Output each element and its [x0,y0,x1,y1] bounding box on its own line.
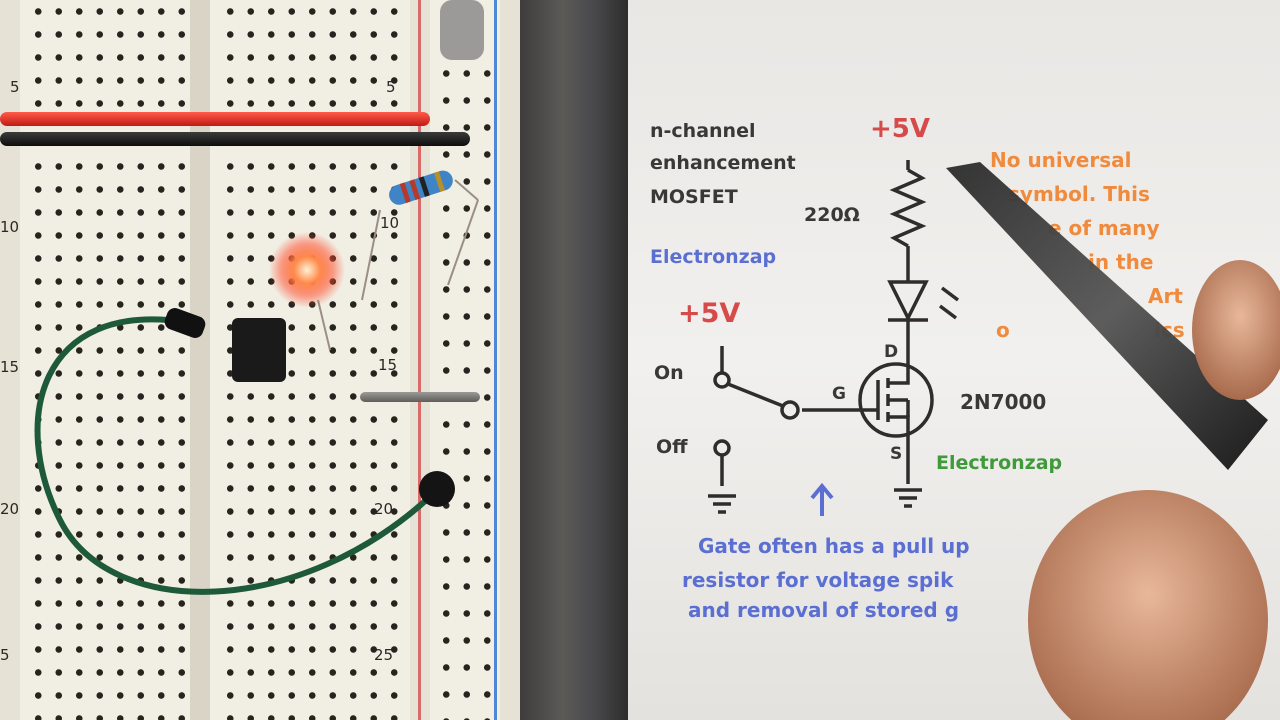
supply-label-left: +5V [678,298,741,329]
drain-pin-label: D [884,342,899,362]
row-number: 10 [380,214,400,232]
resistor-symbol [889,168,927,248]
row-number: 5 [386,78,396,96]
mosfet-symbol [858,362,934,438]
table-edge [520,0,628,720]
row-number: 15 [378,356,398,374]
resistor-lead [454,179,479,201]
row-number: 20 [374,500,394,518]
resistor-lead [361,209,381,301]
breadboard: 5 10 15 20 5 5 10 15 20 25 [0,0,520,720]
black-ground-wire [0,132,470,146]
pen [946,162,1268,470]
caption-line: resistor for voltage spik [682,568,954,592]
note-line: o [996,318,1010,342]
hole-grid-rail [436,60,496,720]
circuit-drawing [708,160,960,516]
resistor-label: 220Ω [804,204,860,226]
note-line: No universal [990,148,1132,172]
row-number: 15 [0,358,20,376]
mosfet-transistor [232,318,286,382]
led-lead [317,299,331,351]
red-power-wire [0,112,430,126]
title-line: enhancement [650,152,796,174]
switch-on-label: On [654,362,684,384]
watermark: Electronzap [936,452,1063,474]
wire-end-plug [419,471,455,507]
source-pin-label: S [890,444,903,464]
rail-line-blue [494,0,497,720]
led-symbol [887,280,929,322]
row-number: 5 [0,646,10,664]
row-number: 10 [0,218,20,236]
finger [1192,260,1280,400]
switch-pole [780,400,800,420]
note-line: Art [1148,284,1183,308]
breadboard-center-channel [190,0,210,720]
title-line: n-channel [650,120,756,142]
pen-and-hand [946,162,1280,720]
light-arrow [938,304,958,320]
green-jumper-wire [34,316,438,595]
rail-line-red [418,0,421,720]
alligator-clip [440,0,484,60]
printed-schematic: n-channel enhancement MOSFET +5V 220Ω El… [628,0,1280,720]
caption-line: and removal of stored g [688,598,960,622]
part-number: 2N7000 [960,390,1047,414]
hole-grid [220,0,400,110]
thumb [1028,490,1268,720]
caption-line: Gate often has a pull up [698,534,970,558]
supply-label-top: +5V [870,114,930,144]
breadboard-components [34,0,484,595]
watermark: Electronzap [650,246,777,268]
led-glow [269,232,345,308]
row-number: 5 [10,78,20,96]
note-line: symbol. This [1008,182,1150,206]
wire-end-plug [164,308,206,338]
mosfet-drain [888,372,910,385]
row-number: 20 [0,500,20,518]
hole-grid [28,0,188,110]
hole-grid [28,155,188,720]
title-line: MOSFET [650,186,738,208]
row-number: 25 [374,646,394,664]
gate-pin-label: G [832,384,846,404]
up-arrow-icon [810,482,834,516]
switch-lever [727,382,784,408]
light-arrow [940,286,960,302]
grey-jumper-wire [360,392,480,402]
resistor [389,170,453,205]
switch-off-label: Off [656,436,688,458]
resistor-lead [447,199,479,286]
note-line: e of many [1048,216,1160,240]
